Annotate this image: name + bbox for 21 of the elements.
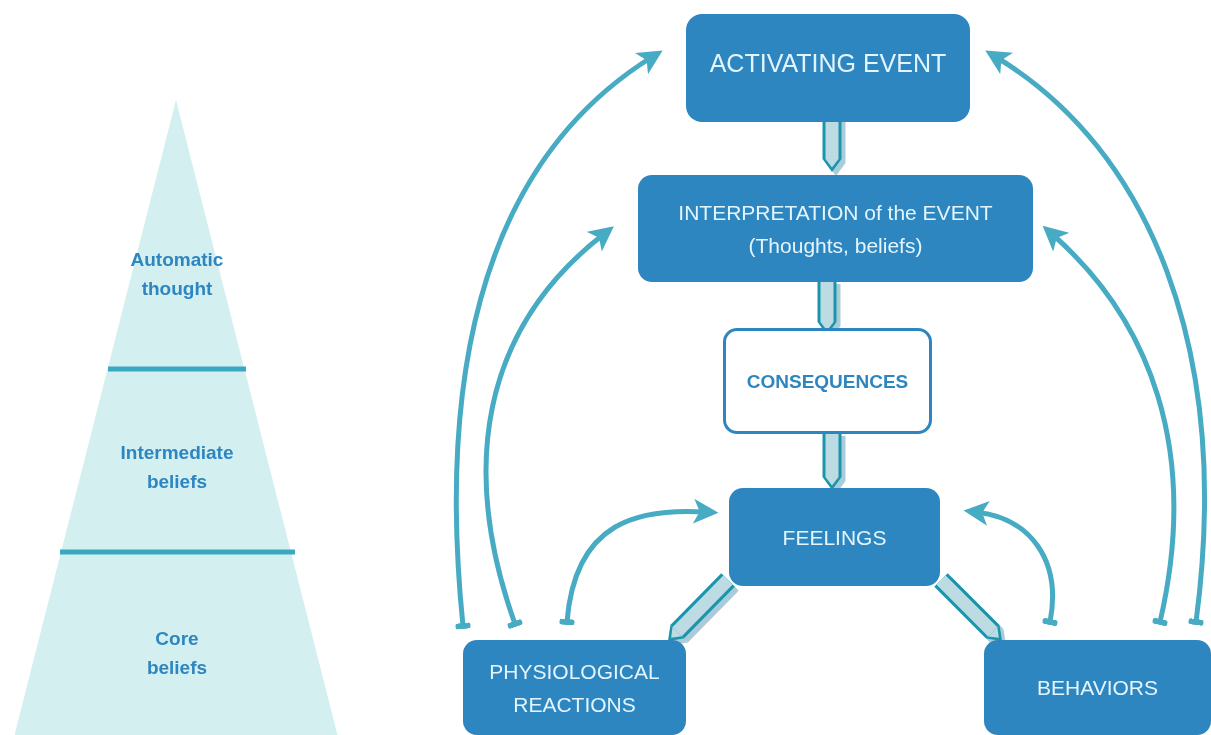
box-label: CONSEQUENCES [745,369,910,394]
process-box [638,175,1033,282]
pyramid-label: Core beliefs [145,627,209,680]
curved-arrow [559,499,719,626]
curved-arrow [1042,225,1177,627]
curved-arrow [985,49,1207,626]
process-box [463,640,686,735]
curved-arrow [453,49,663,630]
pyramid-label: Automatic thought [129,248,225,301]
process-box [686,14,970,122]
box-label: INTERPRETATION of the EVENT (Thoughts, beliefs) [677,199,994,259]
box-label: PHYSIOLOGICAL REACTIONS [488,658,661,718]
pyramid-label: Intermediate beliefs [119,441,235,494]
curved-arrow [963,501,1058,626]
process-box [984,640,1211,735]
box-label: ACTIVATING EVENT [708,47,948,79]
process-box [729,488,940,586]
process-box [723,328,932,434]
box-label: FEELINGS [781,524,888,551]
box-label: BEHAVIORS [1036,675,1159,701]
curved-arrow [483,225,614,630]
